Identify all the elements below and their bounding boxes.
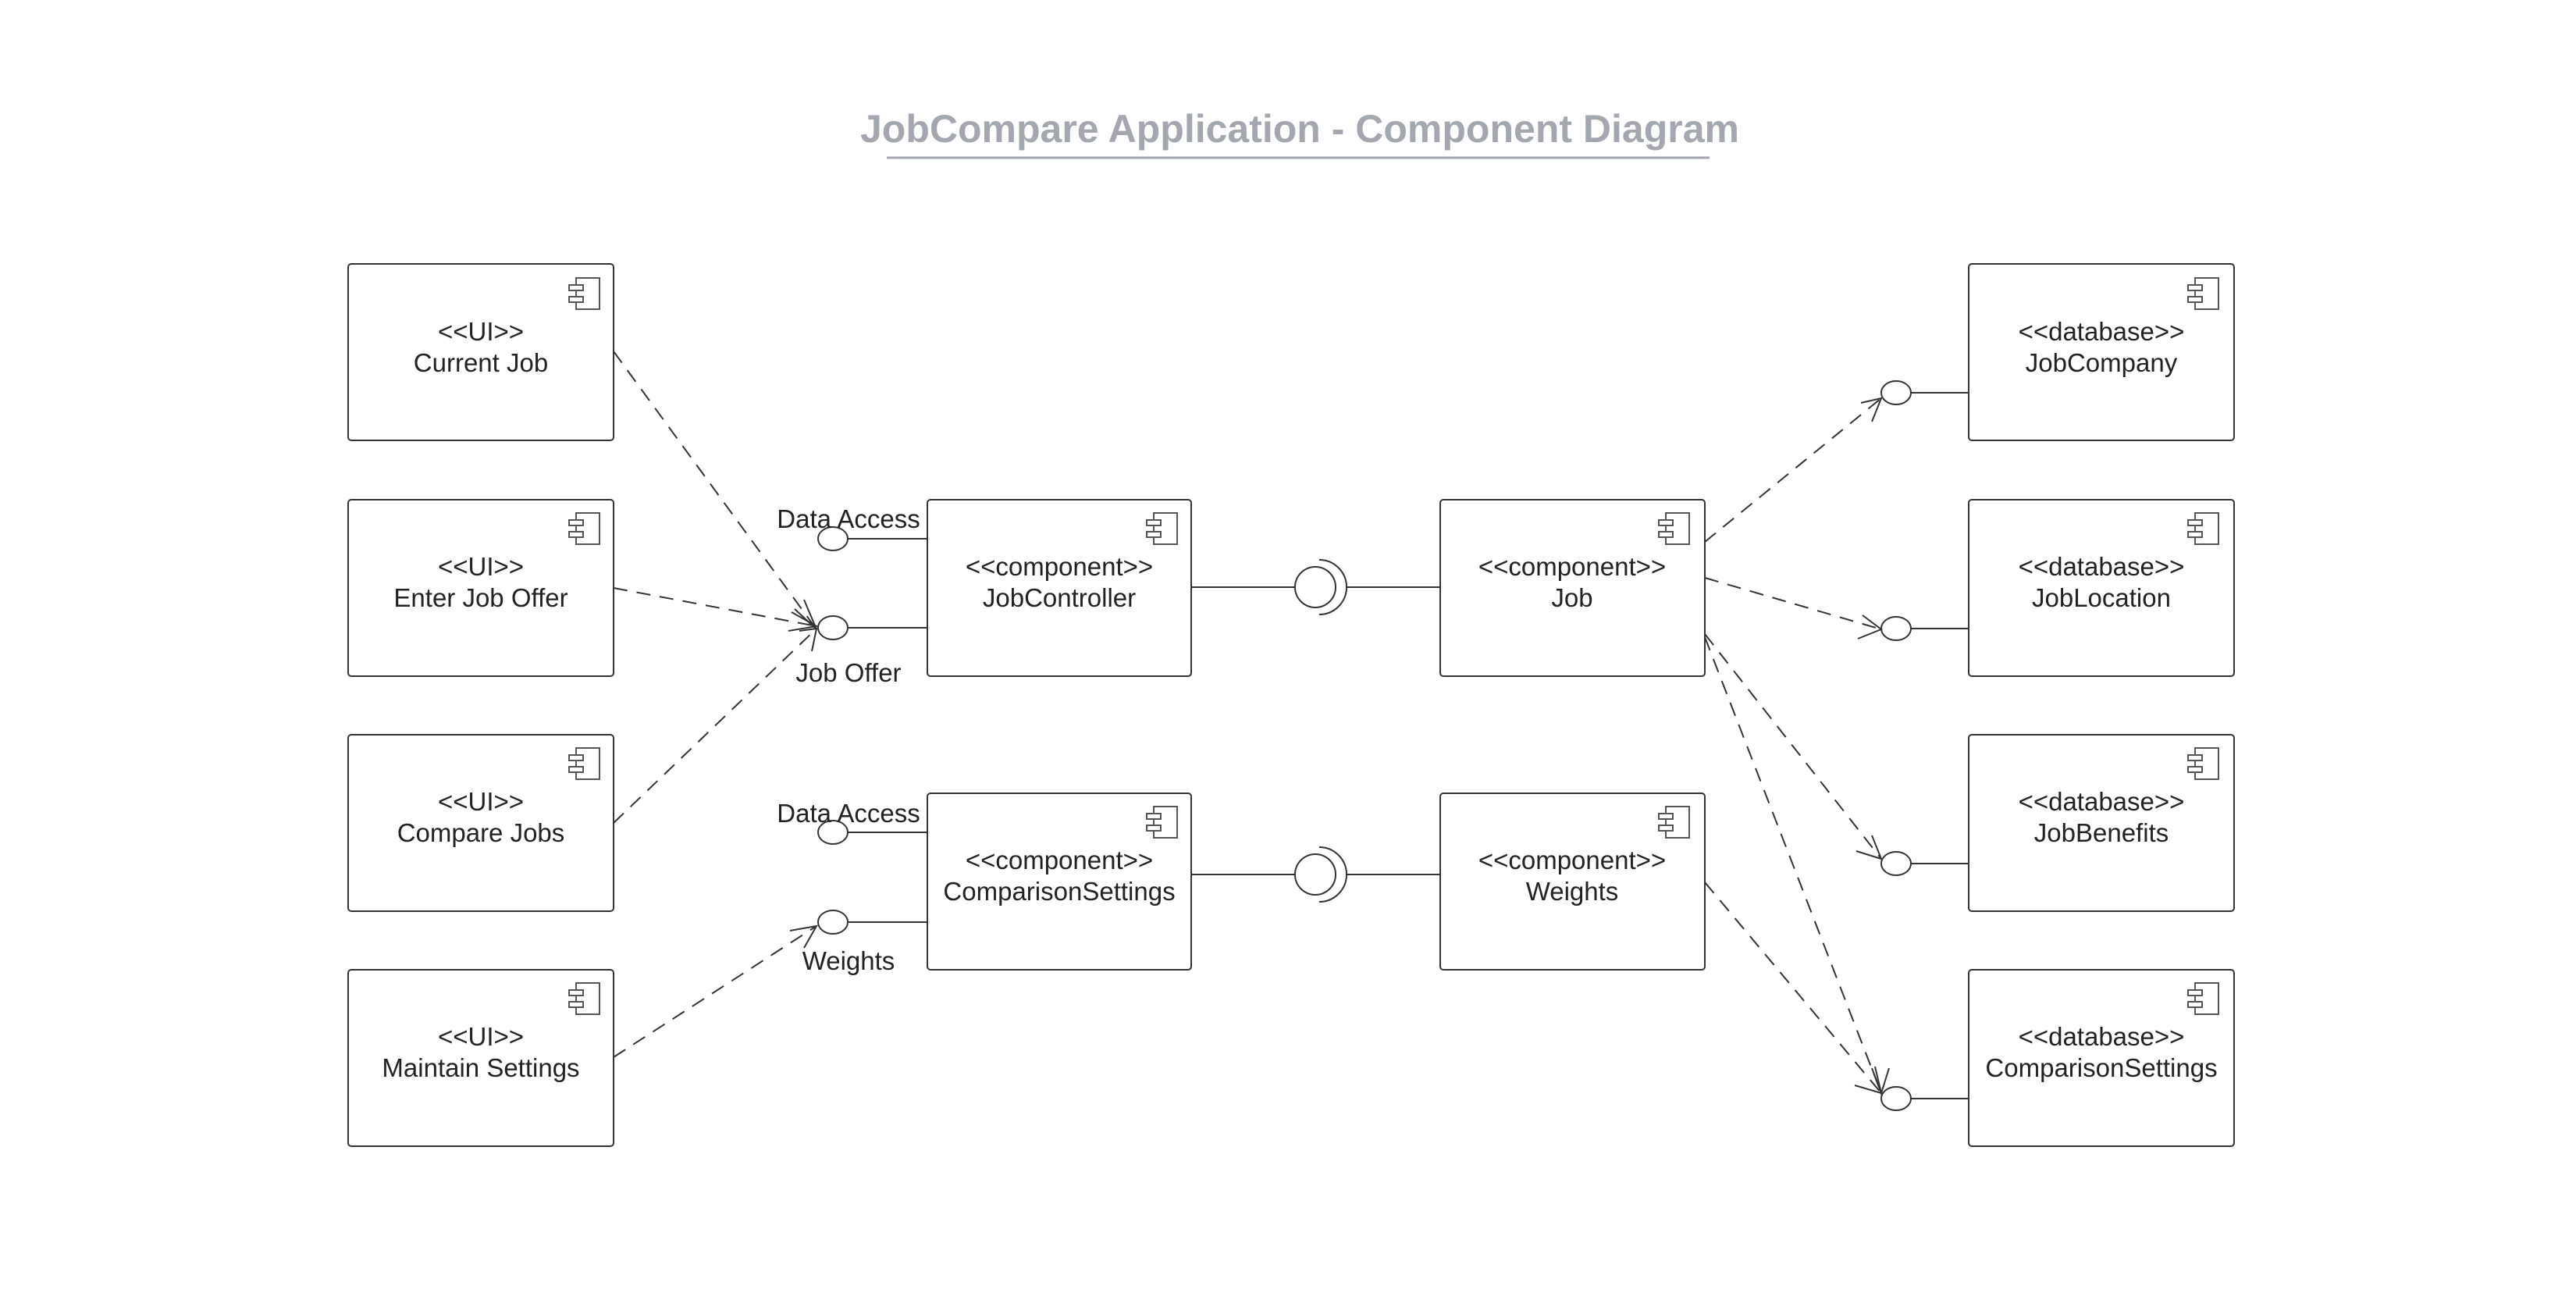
arrowhead-weights-interface [789, 924, 818, 949]
stereotype-label: <<UI>> [438, 787, 524, 816]
stereotype-label: <<component>> [1478, 552, 1666, 581]
component-db-comparison-settings[interactable]: <<database>> ComparisonSettings [1968, 969, 2235, 1147]
assembly-jc-socket [1318, 559, 1347, 615]
dependency-maintain-settings-to-weights [613, 925, 817, 1058]
interface-label-cs-data-access: Data Access [777, 799, 920, 828]
component-name: ComparisonSettings [1985, 1053, 2217, 1082]
cs-weights-lollipop [817, 910, 849, 935]
stereotype-label: <<UI>> [438, 317, 524, 346]
assembly-cs-socket [1318, 846, 1347, 903]
component-db-job-location[interactable]: <<database>> JobLocation [1968, 499, 2235, 677]
arrowhead-job-benefits [1856, 835, 1883, 860]
dependency-job-to-job-benefits [1704, 633, 1882, 860]
db-job-company-lollipop [1880, 380, 1912, 405]
db-comparison-settings-lollipop [1880, 1086, 1912, 1111]
stereotype-label: <<UI>> [438, 1022, 524, 1051]
component-db-job-company[interactable]: <<database>> JobCompany [1968, 263, 2235, 441]
assembly-jc-ball [1294, 566, 1336, 608]
db-job-location-lollipop [1880, 616, 1912, 641]
arrowhead-db-comparison-settings [1854, 1066, 1890, 1096]
stereotype-label: <<component>> [966, 552, 1153, 581]
diagram-title: JobCompare Application - Component Diagr… [860, 107, 1739, 151]
component-maintain-settings[interactable]: <<UI>> Maintain Settings [347, 969, 614, 1147]
dependency-job-to-db-comparison-settings [1704, 636, 1882, 1094]
interface-label-cs-weights: Weights [802, 946, 895, 975]
component-name: ComparisonSettings [943, 877, 1175, 906]
component-compare-jobs[interactable]: <<UI>> Compare Jobs [347, 734, 614, 912]
component-name: Enter Job Offer [393, 583, 568, 612]
component-job-controller[interactable]: <<component>> JobController [927, 499, 1192, 677]
jc-data-access-lollipop [817, 526, 849, 551]
dependency-current-job-to-job-offer [613, 351, 817, 630]
component-name: Job [1551, 583, 1592, 612]
dependency-job-to-job-company [1704, 397, 1882, 543]
stereotype-label: <<database>> [2019, 1022, 2185, 1051]
component-name: JobCompany [2026, 348, 2178, 377]
arrowhead-job-offer [788, 599, 819, 652]
component-name: JobLocation [2032, 583, 2171, 612]
component-comparison-settings[interactable]: <<component>> ComparisonSettings [927, 793, 1192, 971]
dependency-enter-job-offer-to-job-offer [613, 587, 817, 627]
component-db-job-benefits[interactable]: <<database>> JobBenefits [1968, 734, 2235, 912]
dependency-weights-to-db-comparison-settings [1704, 882, 1882, 1094]
component-job[interactable]: <<component>> Job [1439, 499, 1706, 677]
stereotype-label: <<UI>> [438, 552, 524, 581]
interface-label-jc-data-access: Data Access [777, 504, 920, 533]
stereotype-label: <<database>> [2019, 787, 2185, 816]
component-name: Current Job [414, 348, 548, 377]
stereotype-label: <<database>> [2019, 317, 2185, 346]
arrowhead-job-company [1860, 397, 1883, 422]
component-current-job[interactable]: <<UI>> Current Job [347, 263, 614, 441]
assembly-cs-ball [1294, 853, 1336, 896]
dependency-compare-jobs-to-job-offer [613, 628, 817, 824]
interface-label-jc-job-offer: Job Offer [795, 658, 901, 687]
component-name: JobController [983, 583, 1136, 612]
arrowhead-job-location [1857, 614, 1884, 639]
stereotype-label: <<database>> [2019, 552, 2185, 581]
db-job-benefits-lollipop [1880, 851, 1912, 876]
component-name: JobBenefits [2034, 818, 2169, 847]
stereotype-label: <<component>> [1478, 846, 1666, 874]
jc-job-offer-lollipop [817, 615, 849, 640]
stereotype-label: <<component>> [966, 846, 1153, 874]
component-weights[interactable]: <<component>> Weights [1439, 793, 1706, 971]
cs-data-access-lollipop [817, 820, 849, 845]
component-name: Maintain Settings [382, 1053, 579, 1082]
component-enter-job-offer[interactable]: <<UI>> Enter Job Offer [347, 499, 614, 677]
dependency-job-to-job-location [1704, 577, 1882, 630]
component-name: Compare Jobs [397, 818, 565, 847]
component-name: Weights [1526, 877, 1619, 906]
